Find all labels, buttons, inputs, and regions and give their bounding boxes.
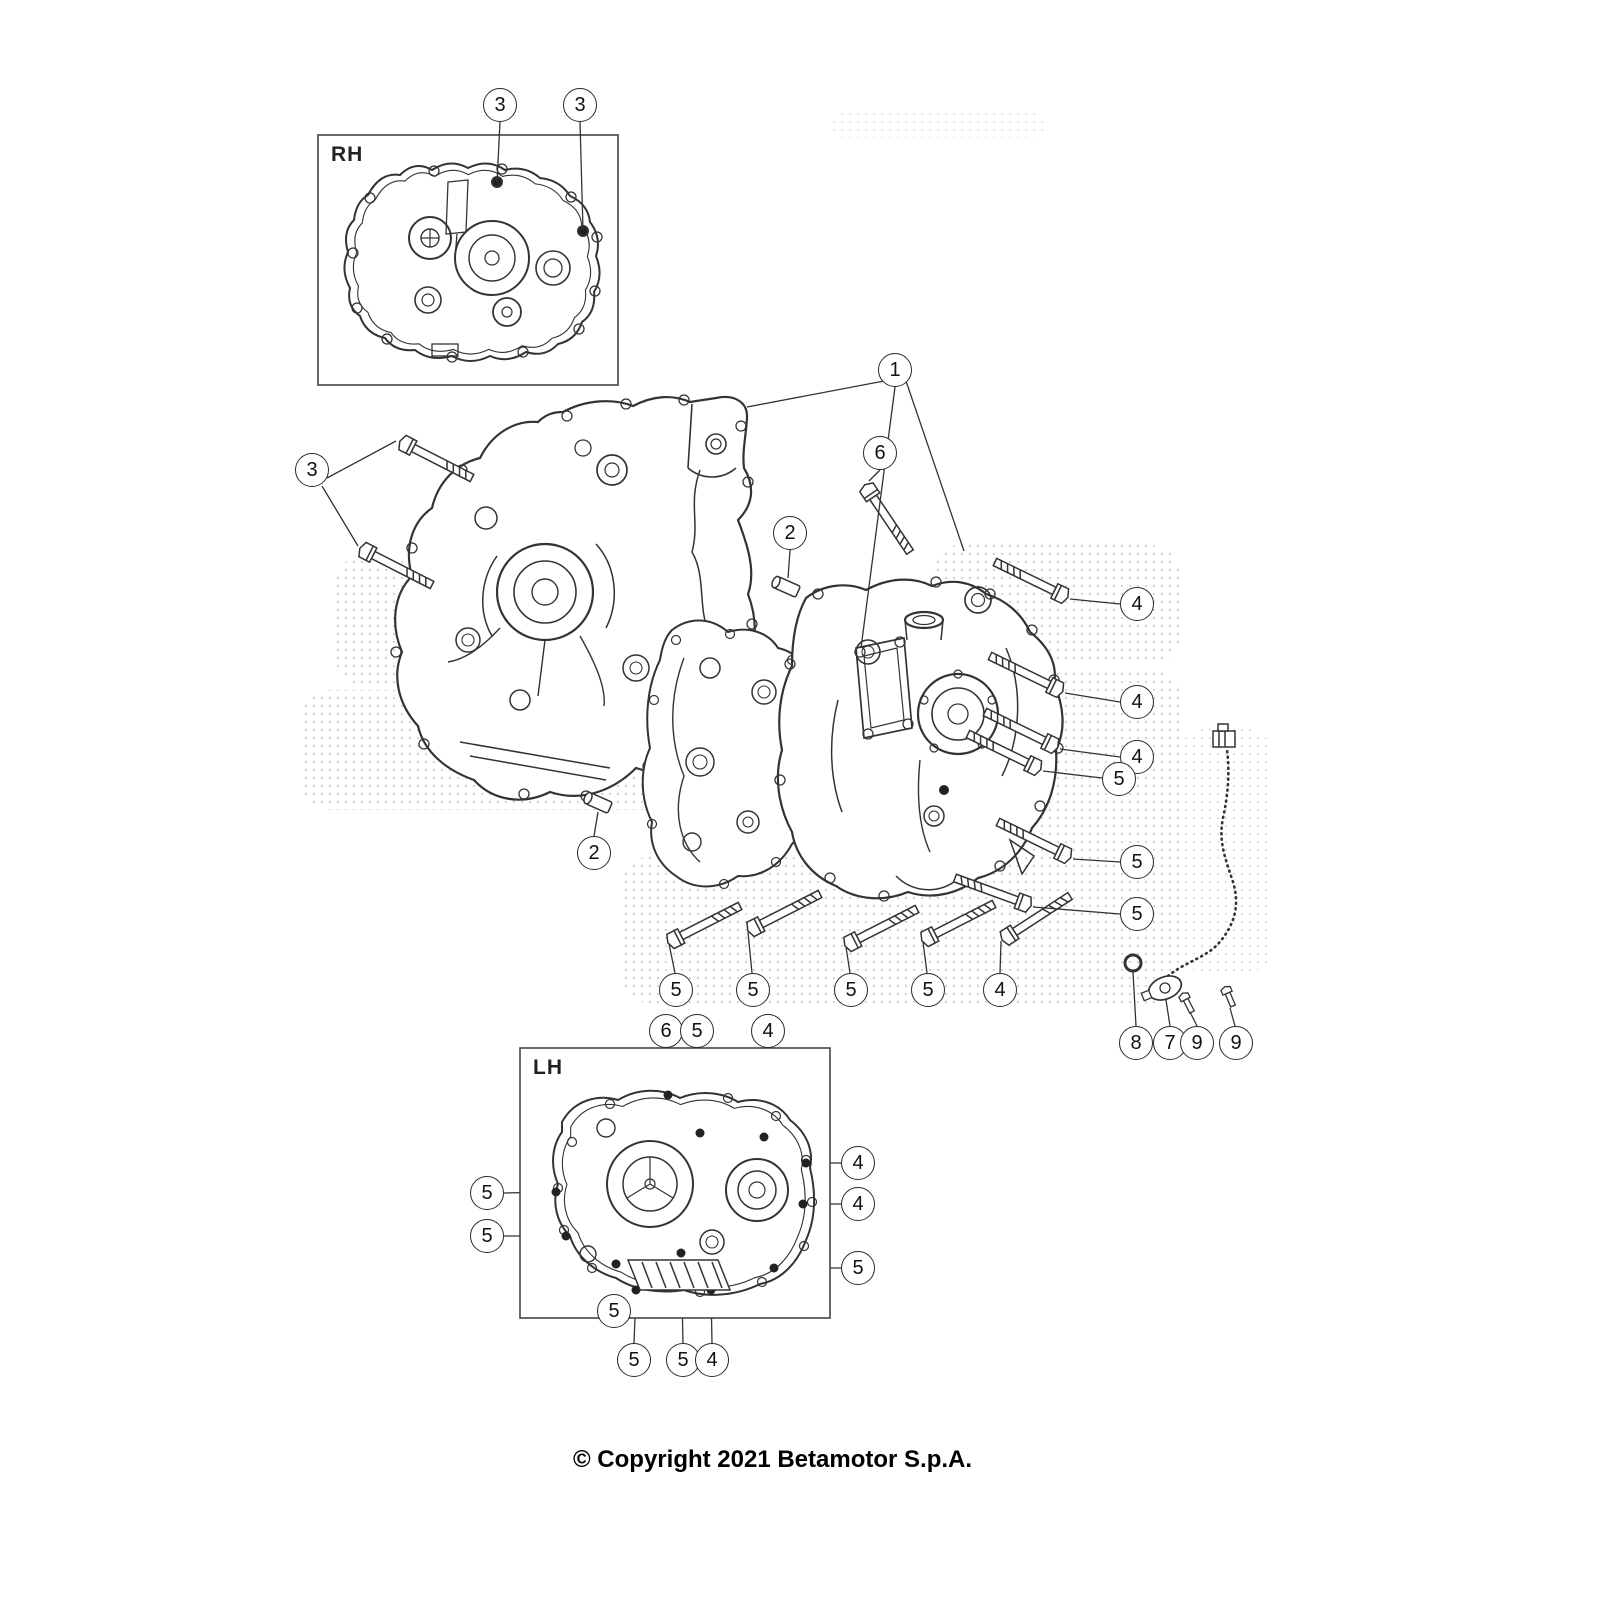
- sensor-screw-b: [1219, 984, 1239, 1009]
- callout-6[interactable]: 6: [863, 436, 897, 470]
- callout-5[interactable]: 5: [1120, 845, 1154, 879]
- callout-6[interactable]: 6: [649, 1014, 683, 1048]
- callout-5[interactable]: 5: [834, 973, 868, 1007]
- callout-5[interactable]: 5: [659, 973, 693, 1007]
- callout-5[interactable]: 5: [841, 1251, 875, 1285]
- callout-5[interactable]: 5: [1120, 897, 1154, 931]
- lh-inset-label: LH: [533, 1056, 563, 1079]
- callout-4[interactable]: 4: [983, 973, 1017, 1007]
- callout-3[interactable]: 3: [295, 453, 329, 487]
- callout-3[interactable]: 3: [563, 88, 597, 122]
- callout-5[interactable]: 5: [470, 1219, 504, 1253]
- sensor-cable: [1166, 748, 1238, 978]
- rh-crankcase-gasket-drawing: [343, 162, 603, 363]
- callout-9[interactable]: 9: [1180, 1026, 1214, 1060]
- callout-4[interactable]: 4: [695, 1343, 729, 1377]
- callout-2[interactable]: 2: [577, 836, 611, 870]
- sensor-assembly: [1123, 723, 1239, 1015]
- callout-7[interactable]: 7: [1153, 1026, 1187, 1060]
- sensor-screw-a: [1177, 990, 1198, 1015]
- callout-1[interactable]: 1: [878, 353, 912, 387]
- position-sensor: [1140, 975, 1183, 1002]
- lh-bottom-guard: [626, 1259, 732, 1291]
- callout-3[interactable]: 3: [483, 88, 517, 122]
- callout-8[interactable]: 8: [1119, 1026, 1153, 1060]
- callout-5[interactable]: 5: [617, 1343, 651, 1377]
- callout-4[interactable]: 4: [841, 1187, 875, 1221]
- callout-5[interactable]: 5: [597, 1294, 631, 1328]
- callout-5[interactable]: 5: [911, 973, 945, 1007]
- lh-crankcase-drawing: [551, 1089, 818, 1298]
- rh-inset-box: [317, 134, 619, 386]
- copyright-text: © Copyright 2021 Betamotor S.p.A.: [572, 1446, 973, 1473]
- cable-connector: [1212, 723, 1236, 748]
- callout-4[interactable]: 4: [1120, 685, 1154, 719]
- callout-2[interactable]: 2: [773, 516, 807, 550]
- callout-4[interactable]: 4: [751, 1014, 785, 1048]
- callout-5[interactable]: 5: [470, 1176, 504, 1210]
- callout-5[interactable]: 5: [736, 973, 770, 1007]
- callout-9[interactable]: 9: [1219, 1026, 1253, 1060]
- callout-4[interactable]: 4: [1120, 587, 1154, 621]
- callout-5[interactable]: 5: [680, 1014, 714, 1048]
- callout-5[interactable]: 5: [1102, 762, 1136, 796]
- o-ring: [1123, 953, 1143, 973]
- callout-4[interactable]: 4: [841, 1146, 875, 1180]
- rh-inset-label: RH: [331, 143, 364, 166]
